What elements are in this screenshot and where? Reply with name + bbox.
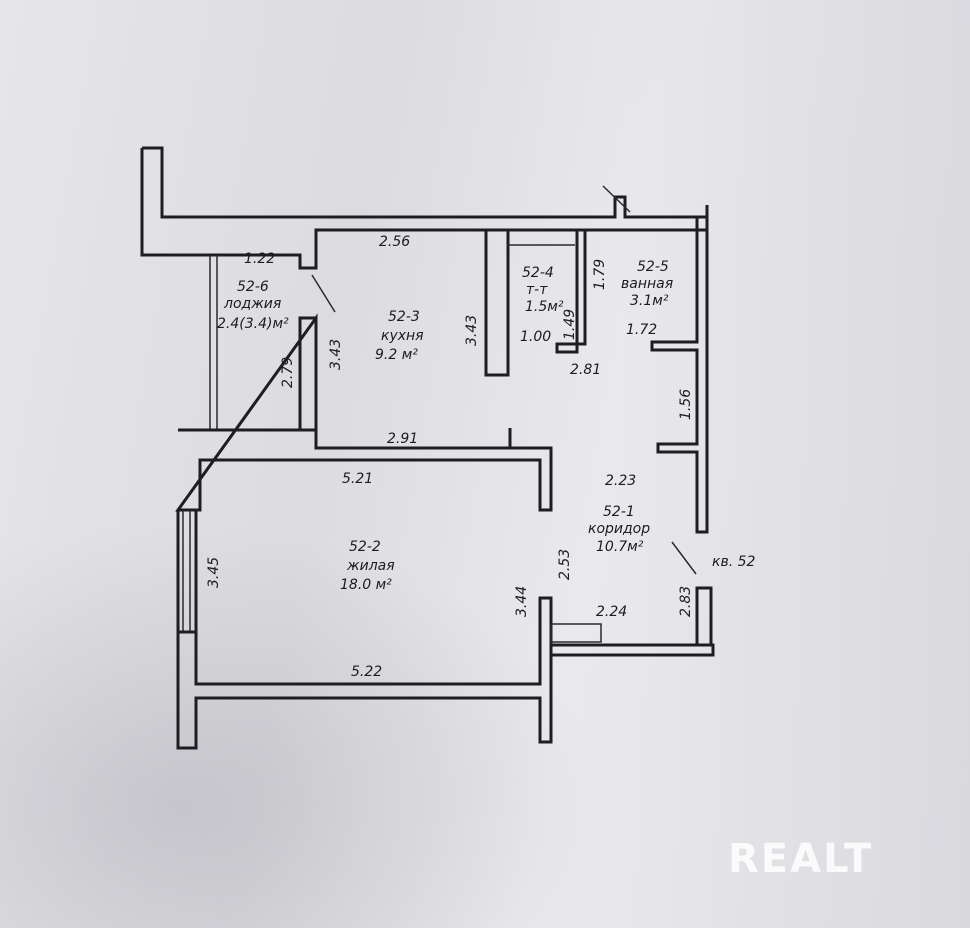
room-name: коридор bbox=[588, 521, 650, 537]
room-area: 10.7м² bbox=[596, 539, 644, 555]
room-id: 52-3 bbox=[388, 309, 420, 325]
room-area: 9.2 м² bbox=[375, 347, 418, 363]
room-area: 2.4(3.4)м² bbox=[217, 316, 289, 332]
top-wall-inner bbox=[140, 148, 707, 270]
kitchen-south-wall bbox=[175, 313, 553, 512]
dimension-label: 2.23 bbox=[605, 473, 636, 489]
dimension-label: 3.45 bbox=[206, 557, 222, 588]
dimension-label: 1.49 bbox=[562, 309, 578, 340]
door-swing-kitchen bbox=[311, 274, 336, 313]
dimension-label: 3.43 bbox=[464, 315, 480, 346]
corridor-cabinet bbox=[550, 623, 602, 643]
dimension-label: 2.81 bbox=[570, 362, 601, 378]
top-wall bbox=[142, 146, 709, 534]
room-id: 52-1 bbox=[603, 504, 635, 520]
room-name: т-т bbox=[526, 282, 548, 298]
dimension-label: 1.79 bbox=[592, 259, 608, 290]
corridor-east-wall bbox=[695, 586, 713, 647]
dimension-label: 3.44 bbox=[514, 586, 530, 617]
room-name: жилая bbox=[346, 558, 395, 574]
room-name: ванная bbox=[621, 276, 673, 292]
room-name: кухня bbox=[381, 328, 424, 344]
dimension-label: 1.00 bbox=[520, 329, 551, 345]
dimension-label: 1.72 bbox=[626, 322, 657, 338]
toilet-bath-wall bbox=[555, 230, 587, 354]
dimension-label: 2.83 bbox=[678, 586, 694, 617]
corridor-bottom-wall bbox=[551, 643, 715, 657]
room-area: 3.1м² bbox=[630, 293, 669, 309]
living-south-wall bbox=[176, 596, 553, 750]
dimension-label: 2.79 bbox=[280, 357, 296, 388]
room-area: 1.5м² bbox=[525, 299, 564, 315]
apartment-label: кв. 52 bbox=[712, 554, 756, 570]
dimension-label: 5.22 bbox=[351, 664, 382, 680]
living-west-wall bbox=[176, 510, 198, 632]
loggia-window bbox=[209, 255, 218, 430]
dimension-label: 5.21 bbox=[342, 471, 373, 487]
room-id: 52-6 bbox=[237, 279, 269, 295]
room-area: 18.0 м² bbox=[340, 577, 392, 593]
room-name: лоджия bbox=[223, 296, 281, 312]
watermark-logo: REALT bbox=[728, 836, 874, 882]
dimension-label: 1.56 bbox=[678, 389, 694, 420]
dimension-label: 2.56 bbox=[379, 234, 410, 250]
shadow-overlay bbox=[0, 520, 600, 928]
kitchen-partition bbox=[484, 228, 510, 377]
dimension-label: 2.53 bbox=[557, 549, 573, 580]
dimension-labels: 1.22 2.56 1.79 3.43 3.43 1.49 1.00 1.72 … bbox=[206, 234, 694, 680]
room-id: 52-2 bbox=[349, 539, 381, 555]
living-window bbox=[182, 510, 191, 632]
room-id: 52-5 bbox=[637, 259, 669, 275]
dimension-label: 2.91 bbox=[387, 431, 418, 447]
dimension-label: 2.24 bbox=[596, 604, 627, 620]
door-swing-top bbox=[602, 185, 631, 213]
walls bbox=[140, 146, 715, 750]
door-swing-entrance bbox=[671, 541, 697, 575]
dimension-label: 1.22 bbox=[244, 251, 275, 267]
light-overlay bbox=[620, 0, 970, 928]
room-id: 52-4 bbox=[522, 265, 554, 281]
dimension-label: 3.43 bbox=[328, 339, 344, 370]
room-labels: 52-6 лоджия 2.4(3.4)м² 52-3 кухня 9.2 м²… bbox=[217, 259, 756, 593]
